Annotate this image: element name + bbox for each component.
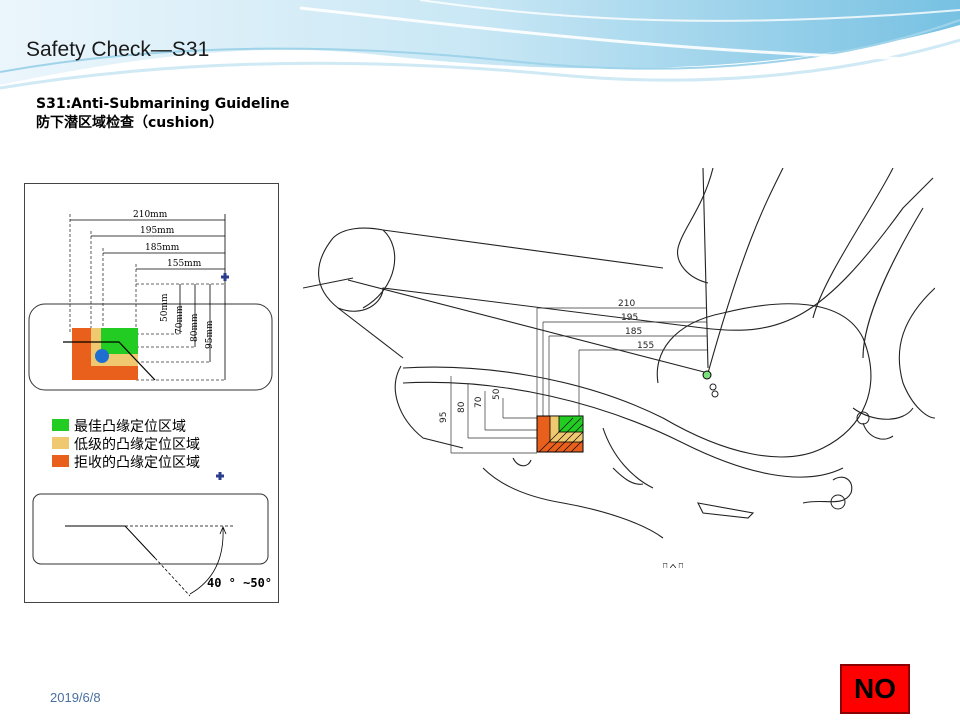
- legend-label-best: 最佳凸缘定位区域: [74, 419, 186, 435]
- cad-dim-195: 195: [621, 313, 638, 323]
- dim-50: 50mm: [160, 293, 170, 322]
- cad-glyph: ⎍⌂⎍: [661, 560, 686, 568]
- dim-185: 185mm: [145, 243, 180, 253]
- subtitle-chinese: 防下潜区域检查（cushion）: [36, 115, 223, 131]
- dim-70: 70mm: [175, 305, 185, 334]
- seat-cushion-outline: [28, 303, 273, 391]
- cad-dim-210: 210: [618, 299, 635, 309]
- subtitle-english: S31:Anti-Submarining Guideline: [36, 96, 290, 112]
- cad-section-drawing: ⎍⌂⎍ 210 195 185 155 95 80 70 50: [303, 168, 935, 568]
- dim-195: 195mm: [140, 226, 175, 236]
- subtitle: S31:Anti-Submarining Guideline 防下潜区域检查（c…: [36, 95, 290, 133]
- legend-swatch-low: [52, 437, 69, 449]
- dim-95: 95mm: [205, 320, 215, 349]
- h-point-marker: [95, 349, 109, 363]
- cad-dim-50: 50: [492, 388, 502, 400]
- verdict-badge: NO: [840, 664, 910, 714]
- slide-title: Safety Check—S31: [26, 38, 210, 61]
- guideline-diagram: 210mm 195mm 185mm 155mm 50mm 70mm 80mm 9…: [28, 210, 273, 597]
- dim-210: 210mm: [133, 210, 168, 220]
- zone-best: [101, 328, 138, 354]
- legend-label-reject: 拒收的凸缘定位区域: [74, 455, 200, 471]
- seat-bar-line: [63, 341, 156, 381]
- cross-marker-icon: [221, 273, 229, 281]
- cad-zone-best: [558, 415, 584, 433]
- anchor-point-marker: [702, 370, 712, 380]
- cad-dim-155: 155: [637, 341, 654, 351]
- header-wave-banner: [0, 0, 960, 90]
- dim-155: 155mm: [167, 259, 202, 269]
- slide-date: 2019/6/8: [50, 690, 101, 705]
- angle-range-label: 40 ° ~50°: [207, 576, 272, 590]
- legend-swatch-best: [52, 419, 69, 431]
- cross-marker-icon-2: [216, 472, 224, 480]
- legend-label-low: 低级的凸缘定位区域: [74, 437, 200, 453]
- dim-80: 80mm: [190, 313, 200, 342]
- legend-swatch-reject: [52, 455, 69, 467]
- cad-dim-70: 70: [474, 396, 484, 408]
- guideline-panel: 210mm 195mm 185mm 155mm 50mm 70mm 80mm 9…: [24, 183, 279, 603]
- cad-dim-80: 80: [457, 401, 467, 413]
- cad-dim-185: 185: [625, 327, 642, 337]
- cad-dim-95: 95: [439, 412, 449, 423]
- angle-box-outline: [32, 493, 269, 565]
